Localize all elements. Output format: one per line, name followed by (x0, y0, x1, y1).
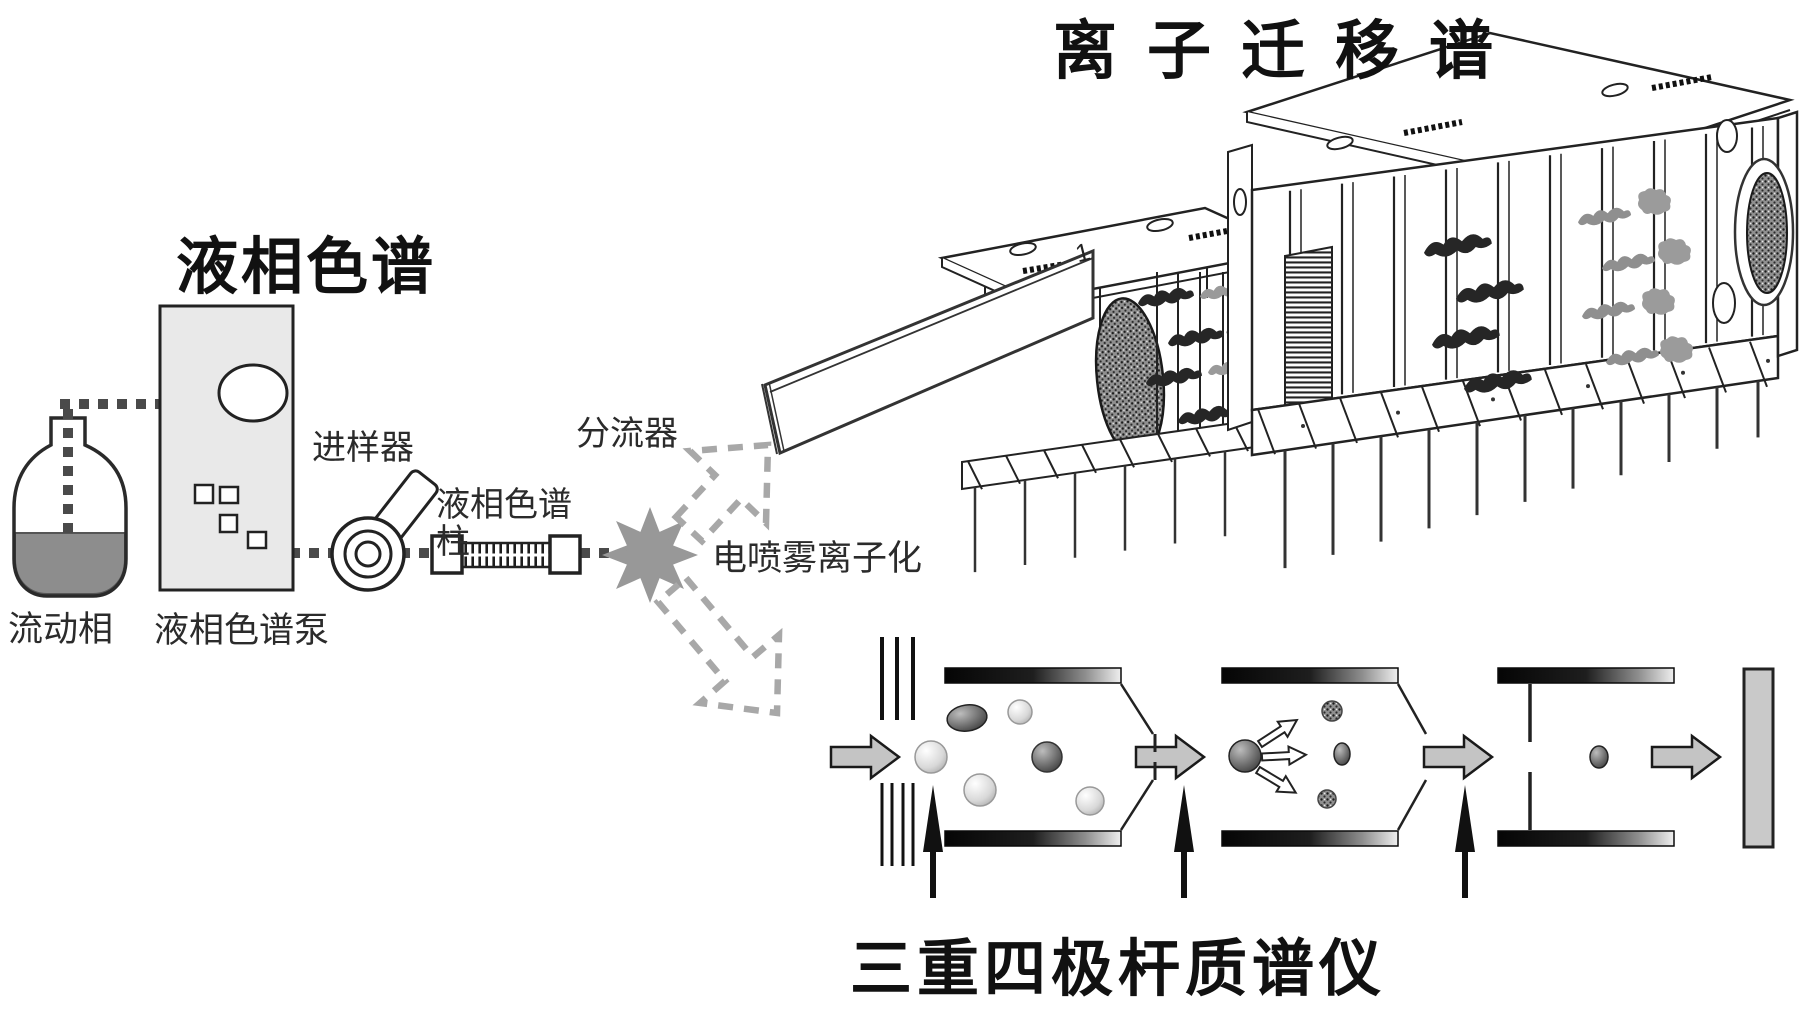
label-injector: 进样器 (312, 429, 414, 467)
label-lc-column: 液相色谱 柱 (436, 487, 572, 560)
ms-gas-inlet-arrows (923, 785, 1475, 898)
ms-entrance-lens-stack (880, 637, 915, 866)
flow-arrow-4 (1650, 733, 1723, 781)
label-lc-pump: 液相色谱泵 (154, 611, 330, 650)
ims-detector-endwall (1712, 110, 1799, 358)
fragment-ion (1321, 700, 1343, 722)
q2-top-rod (1221, 667, 1399, 684)
ims-detector-mesh (1746, 172, 1788, 294)
ims-front-rail (961, 418, 1256, 573)
collision-cell-fragmentation (1228, 700, 1351, 809)
label-lc-column-line2: 柱 (436, 522, 470, 561)
precursor-ion (1228, 739, 1262, 773)
label-mobile-phase: 流动相 (8, 610, 114, 649)
ims-drift-cell (1227, 116, 1780, 569)
title-liquid-chromatograph: 液相色谱 (176, 233, 437, 302)
flow-arrow-3 (1422, 733, 1495, 781)
q1-bottom-rod (944, 830, 1122, 847)
label-splitter: 分流器 (576, 415, 678, 453)
q1-ions (914, 699, 1105, 816)
ms-quad-rails (944, 667, 1675, 847)
ms-detector-plate (1742, 667, 1775, 849)
q2-bottom-rod (1221, 830, 1399, 847)
splitter-arrows (653, 441, 783, 717)
label-lc-column-line1: 液相色谱 (436, 486, 572, 524)
pump-dial (217, 363, 289, 423)
flow-arrow-1 (829, 733, 902, 781)
ms-flow-arrows (829, 733, 1723, 781)
lc-pump-box (158, 304, 295, 592)
lc-column (430, 534, 582, 575)
splitter-arrow-to-ms (653, 573, 783, 717)
esi-spray-source (602, 507, 698, 603)
label-esi: 电喷雾离子化 (712, 539, 923, 578)
splitter-arrow-to-ims (671, 441, 772, 546)
ms-apertures (1119, 683, 1532, 831)
fragment-ion (1317, 789, 1337, 809)
title-ion-mobility-spectrometer: 离子迁移谱 (1053, 15, 1523, 87)
q1-top-rod (944, 667, 1122, 684)
title-triple-quad-ms: 三重四极杆质谱仪 (850, 935, 1387, 1004)
q3-selected-ion (1589, 745, 1609, 769)
mobile-phase-liquid (14, 532, 126, 595)
q3-top-rod (1497, 667, 1675, 684)
q3-bottom-rod (1497, 830, 1675, 847)
injector-valve (330, 469, 439, 592)
flow-arrow-2 (1134, 733, 1207, 781)
fragment-ion (1333, 742, 1351, 766)
ims-inlet-tube (761, 248, 1095, 456)
